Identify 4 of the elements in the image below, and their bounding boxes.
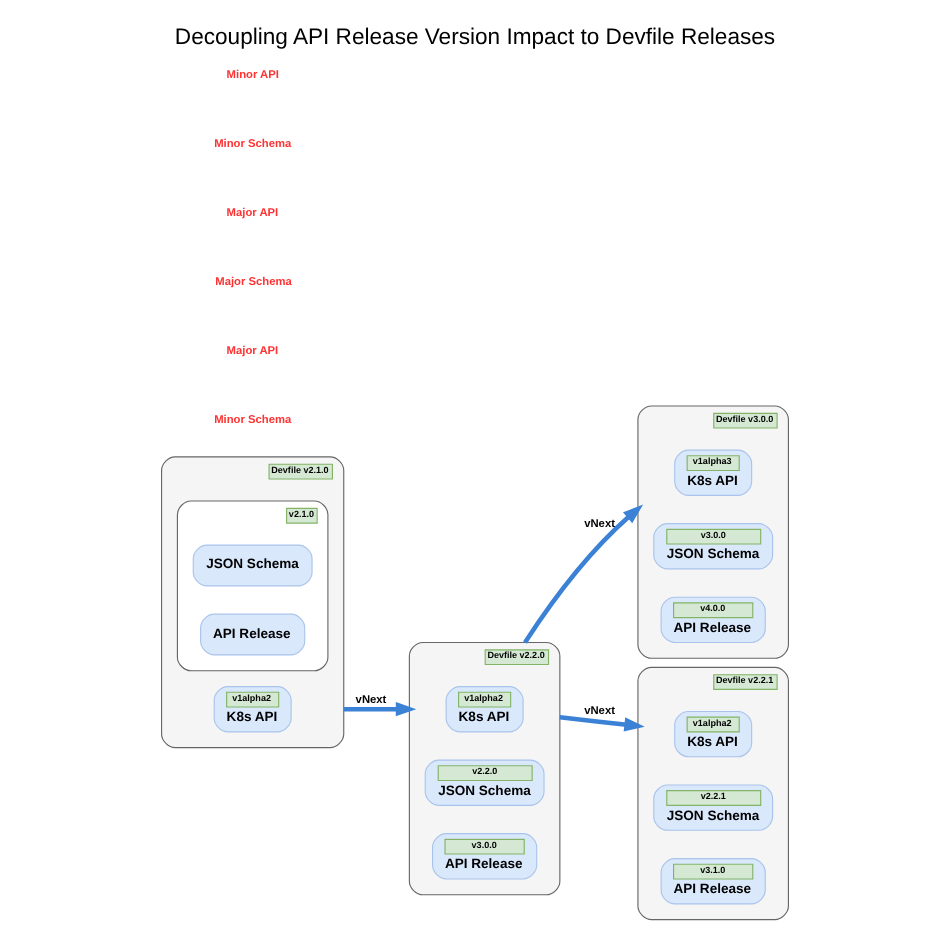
arrow xyxy=(342,702,416,717)
arrow xyxy=(558,715,644,732)
diagram-title: Decoupling API Release Version Impact to Devfile Releases xyxy=(173,25,775,50)
arrow xyxy=(522,504,643,644)
